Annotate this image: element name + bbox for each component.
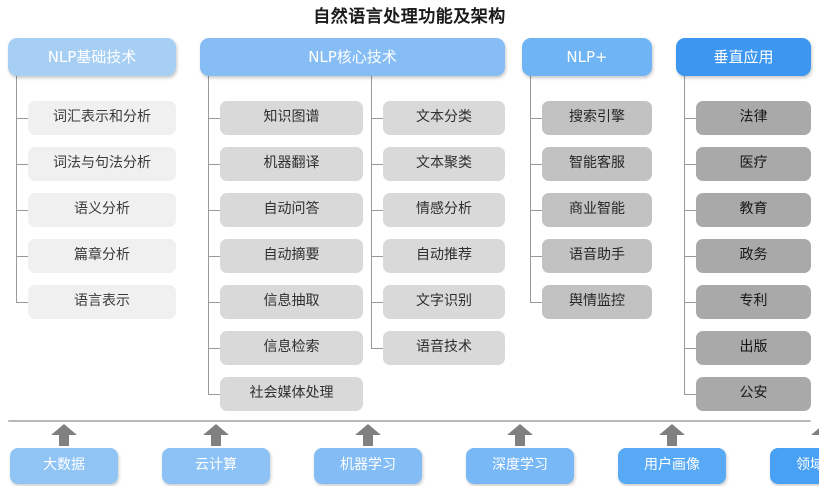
branch-stub bbox=[371, 302, 383, 303]
header-box-vertical-apps[interactable]: 垂直应用 bbox=[676, 38, 811, 76]
trunk-line-nlp-core-0 bbox=[208, 76, 209, 394]
leaf-box[interactable]: 公安 bbox=[696, 377, 811, 411]
leaf-box[interactable]: 文本分类 bbox=[383, 101, 505, 135]
leaf-box[interactable]: 专利 bbox=[696, 285, 811, 319]
branch-stub bbox=[684, 256, 696, 257]
branch-stub bbox=[208, 210, 220, 211]
leaf-box[interactable]: 篇章分析 bbox=[28, 239, 176, 273]
section-divider bbox=[8, 420, 811, 422]
leaf-box[interactable]: 搜索引擎 bbox=[542, 101, 652, 135]
trunk-line-nlp-basic-0 bbox=[16, 76, 17, 302]
leaf-box[interactable]: 词汇表示和分析 bbox=[28, 101, 176, 135]
header-box-nlp-basic[interactable]: NLP基础技术 bbox=[8, 38, 176, 76]
leaf-box[interactable]: 法律 bbox=[696, 101, 811, 135]
leaf-box[interactable]: 医疗 bbox=[696, 147, 811, 181]
foundation-box[interactable]: 领域知识 bbox=[770, 448, 819, 484]
branch-stub bbox=[530, 164, 542, 165]
leaf-box[interactable]: 政务 bbox=[696, 239, 811, 273]
branch-stub bbox=[530, 118, 542, 119]
branch-stub bbox=[208, 118, 220, 119]
branch-stub bbox=[684, 348, 696, 349]
leaf-box[interactable]: 词法与句法分析 bbox=[28, 147, 176, 181]
up-arrow-icon bbox=[203, 424, 229, 446]
leaf-box[interactable]: 自动问答 bbox=[220, 193, 363, 227]
branch-stub bbox=[530, 256, 542, 257]
branch-stub bbox=[16, 256, 28, 257]
foundation-box[interactable]: 云计算 bbox=[162, 448, 270, 484]
diagram-title: 自然语言处理功能及架构 bbox=[313, 7, 506, 27]
trunk-line-nlp-plus-0 bbox=[530, 76, 531, 302]
trunk-line-nlp-core-1 bbox=[371, 76, 372, 348]
leaf-box[interactable]: 语音助手 bbox=[542, 239, 652, 273]
branch-stub bbox=[371, 348, 383, 349]
trunk-line-vertical-apps-0 bbox=[684, 76, 685, 394]
branch-stub bbox=[16, 302, 28, 303]
branch-stub bbox=[684, 394, 696, 395]
leaf-box[interactable]: 商业智能 bbox=[542, 193, 652, 227]
leaf-box[interactable]: 自动推荐 bbox=[383, 239, 505, 273]
up-arrow-icon bbox=[51, 424, 77, 446]
leaf-box[interactable]: 语言表示 bbox=[28, 285, 176, 319]
leaf-box[interactable]: 信息抽取 bbox=[220, 285, 363, 319]
foundation-box[interactable]: 大数据 bbox=[10, 448, 118, 484]
leaf-box[interactable]: 智能客服 bbox=[542, 147, 652, 181]
branch-stub bbox=[684, 210, 696, 211]
leaf-box[interactable]: 出版 bbox=[696, 331, 811, 365]
header-box-nlp-plus[interactable]: NLP+ bbox=[522, 38, 652, 76]
leaf-box[interactable]: 知识图谱 bbox=[220, 101, 363, 135]
branch-stub bbox=[530, 302, 542, 303]
branch-stub bbox=[530, 210, 542, 211]
branch-stub bbox=[684, 302, 696, 303]
branch-stub bbox=[208, 394, 220, 395]
up-arrow-icon bbox=[811, 424, 819, 446]
branch-stub bbox=[16, 118, 28, 119]
header-box-nlp-core[interactable]: NLP核心技术 bbox=[200, 38, 505, 76]
branch-stub bbox=[16, 164, 28, 165]
leaf-box[interactable]: 语义分析 bbox=[28, 193, 176, 227]
leaf-box[interactable]: 情感分析 bbox=[383, 193, 505, 227]
up-arrow-icon bbox=[507, 424, 533, 446]
branch-stub bbox=[684, 118, 696, 119]
foundation-box[interactable]: 深度学习 bbox=[466, 448, 574, 484]
leaf-box[interactable]: 舆情监控 bbox=[542, 285, 652, 319]
leaf-box[interactable]: 机器翻译 bbox=[220, 147, 363, 181]
foundation-box[interactable]: 用户画像 bbox=[618, 448, 726, 484]
branch-stub bbox=[371, 164, 383, 165]
branch-stub bbox=[208, 164, 220, 165]
leaf-box[interactable]: 社会媒体处理 bbox=[220, 377, 363, 411]
leaf-box[interactable]: 自动摘要 bbox=[220, 239, 363, 273]
foundation-box[interactable]: 机器学习 bbox=[314, 448, 422, 484]
leaf-box[interactable]: 文字识别 bbox=[383, 285, 505, 319]
leaf-box[interactable]: 文本聚类 bbox=[383, 147, 505, 181]
branch-stub bbox=[371, 256, 383, 257]
leaf-box[interactable]: 教育 bbox=[696, 193, 811, 227]
leaf-box[interactable]: 语音技术 bbox=[383, 331, 505, 365]
up-arrow-icon bbox=[659, 424, 685, 446]
branch-stub bbox=[208, 302, 220, 303]
branch-stub bbox=[16, 210, 28, 211]
branch-stub bbox=[208, 348, 220, 349]
branch-stub bbox=[684, 164, 696, 165]
up-arrow-icon bbox=[355, 424, 381, 446]
branch-stub bbox=[208, 256, 220, 257]
branch-stub bbox=[371, 118, 383, 119]
branch-stub bbox=[371, 210, 383, 211]
leaf-box[interactable]: 信息检索 bbox=[220, 331, 363, 365]
